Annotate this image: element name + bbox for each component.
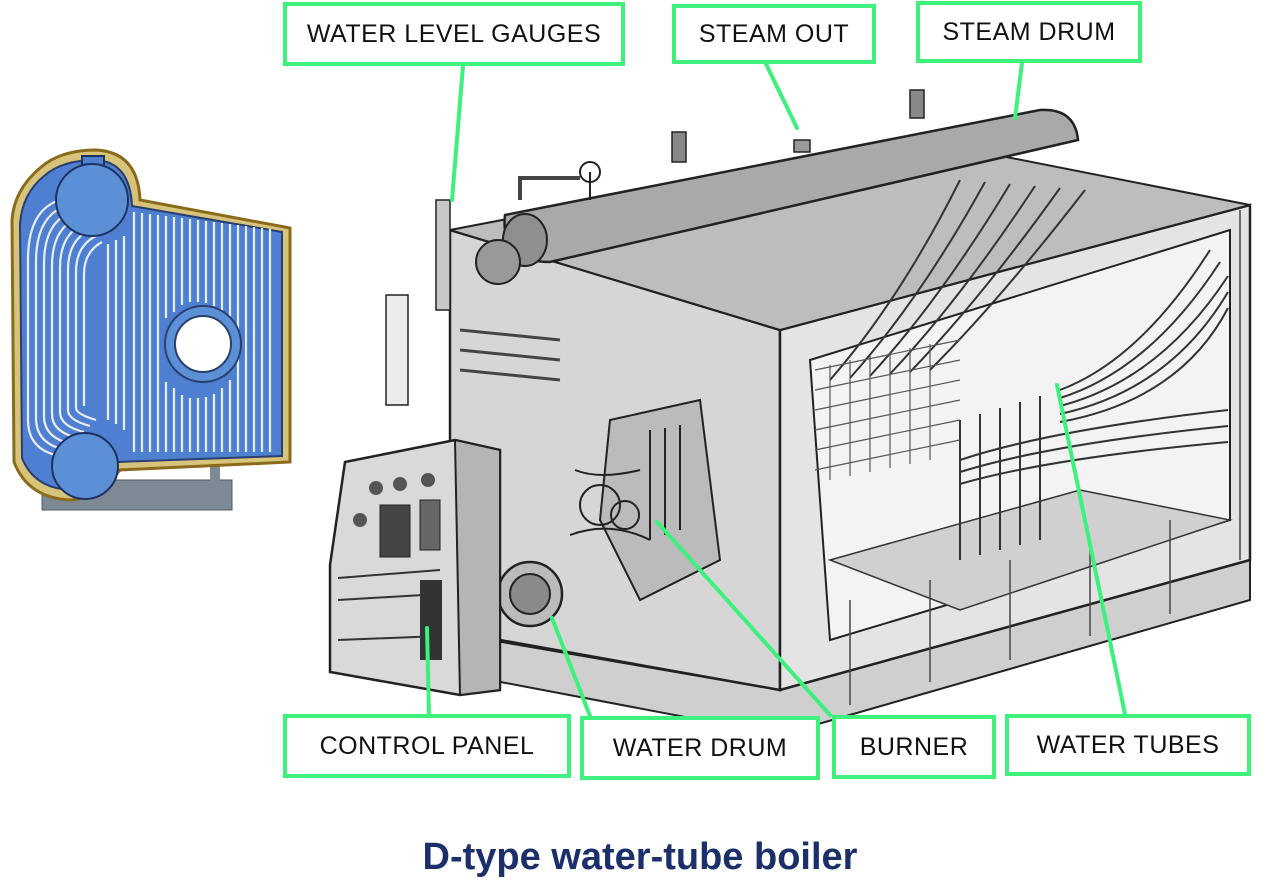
leader-burner <box>655 520 832 717</box>
illustration-burner <box>569 425 681 541</box>
label-water-tubes-text: WATER TUBES <box>1036 730 1220 759</box>
leader-steam-out <box>764 62 799 130</box>
label-water-level-gauges-text: WATER LEVEL GAUGES <box>306 19 602 48</box>
leader-steam-drum <box>1013 61 1024 120</box>
boiler-cross-section-schematic <box>10 148 292 511</box>
label-control-panel: CONTROL PANEL <box>283 714 571 778</box>
leader-water-drum <box>550 616 592 718</box>
schematic-steam-drum <box>55 163 129 237</box>
leader-water-level-gauges <box>450 64 465 202</box>
water-level-gauge-column <box>435 199 451 311</box>
label-water-drum: WATER DRUM <box>580 716 820 780</box>
furnace-grid <box>814 339 961 480</box>
label-burner: BURNER <box>832 715 996 779</box>
leader-lines <box>425 61 1127 718</box>
label-water-drum-text: WATER DRUM <box>612 733 788 762</box>
label-steam-drum-text: STEAM DRUM <box>942 17 1116 46</box>
label-control-panel-text: CONTROL PANEL <box>319 731 535 760</box>
leader-water-tubes <box>1055 383 1127 716</box>
label-steam-out: STEAM OUT <box>672 4 876 64</box>
label-steam-drum: STEAM DRUM <box>916 1 1142 63</box>
boiler-cutaway-illustration <box>328 89 1252 737</box>
diagram-title: D-type water-tube boiler <box>422 836 858 878</box>
label-steam-out-text: STEAM OUT <box>698 19 850 48</box>
leader-control-panel <box>425 626 431 716</box>
label-burner-text: BURNER <box>859 732 969 761</box>
schematic-water-tubes <box>26 198 272 458</box>
casing-ribs <box>849 210 1241 705</box>
label-water-tubes: WATER TUBES <box>1005 714 1251 776</box>
label-water-level-gauges: WATER LEVEL GAUGES <box>283 2 625 66</box>
schematic-water-drum <box>51 432 119 500</box>
